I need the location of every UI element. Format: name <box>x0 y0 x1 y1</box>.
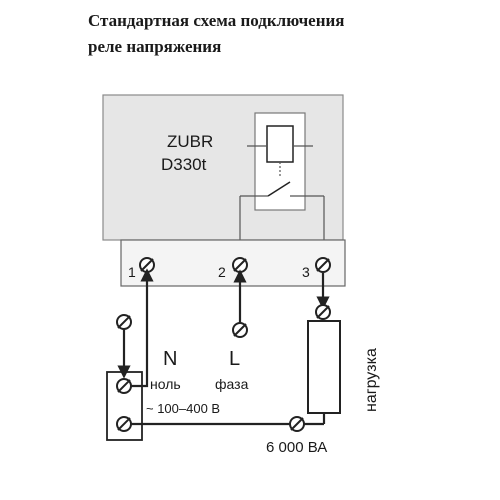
device-brand: ZUBR <box>167 132 213 151</box>
neutral-supply-screw <box>116 314 132 330</box>
terminal-2-label: 2 <box>218 264 226 280</box>
terminal-3-screw <box>315 257 331 273</box>
relay-coil <box>266 125 294 163</box>
neutral-name: ноль <box>150 376 181 392</box>
title-line-1: Стандартная схема подключения <box>88 11 345 30</box>
load-element <box>307 320 341 414</box>
neutral-return-screw <box>289 416 305 432</box>
neutral-wire-to-terminal-1 <box>131 268 154 388</box>
terminal-1-label: 1 <box>128 264 136 280</box>
phase-supply-screw <box>232 322 248 338</box>
relay-schematic <box>239 112 325 240</box>
load-input-screw <box>315 304 331 320</box>
voltage-range: ~ 100–400 В <box>146 401 220 416</box>
relay-body <box>102 94 344 241</box>
neutral-letter: N <box>163 348 177 370</box>
terminal-2-screw <box>232 257 248 273</box>
load-power: 6 000 ВА <box>266 439 327 456</box>
phase-name: фаза <box>215 376 249 392</box>
title-line-2: реле напряжения <box>88 37 222 56</box>
phase-letter: L <box>229 348 240 370</box>
load-label: нагрузка <box>363 348 380 412</box>
relay-contact <box>267 181 291 197</box>
diagram-title: Стандартная схема подключения реле напря… <box>88 8 488 60</box>
neutral-bus-screw-bottom <box>116 416 132 432</box>
device-model: D330t <box>161 155 207 174</box>
terminal-1-screw <box>139 257 155 273</box>
terminal-3-label: 3 <box>302 264 310 280</box>
neutral-bus-screw-top <box>116 378 132 394</box>
